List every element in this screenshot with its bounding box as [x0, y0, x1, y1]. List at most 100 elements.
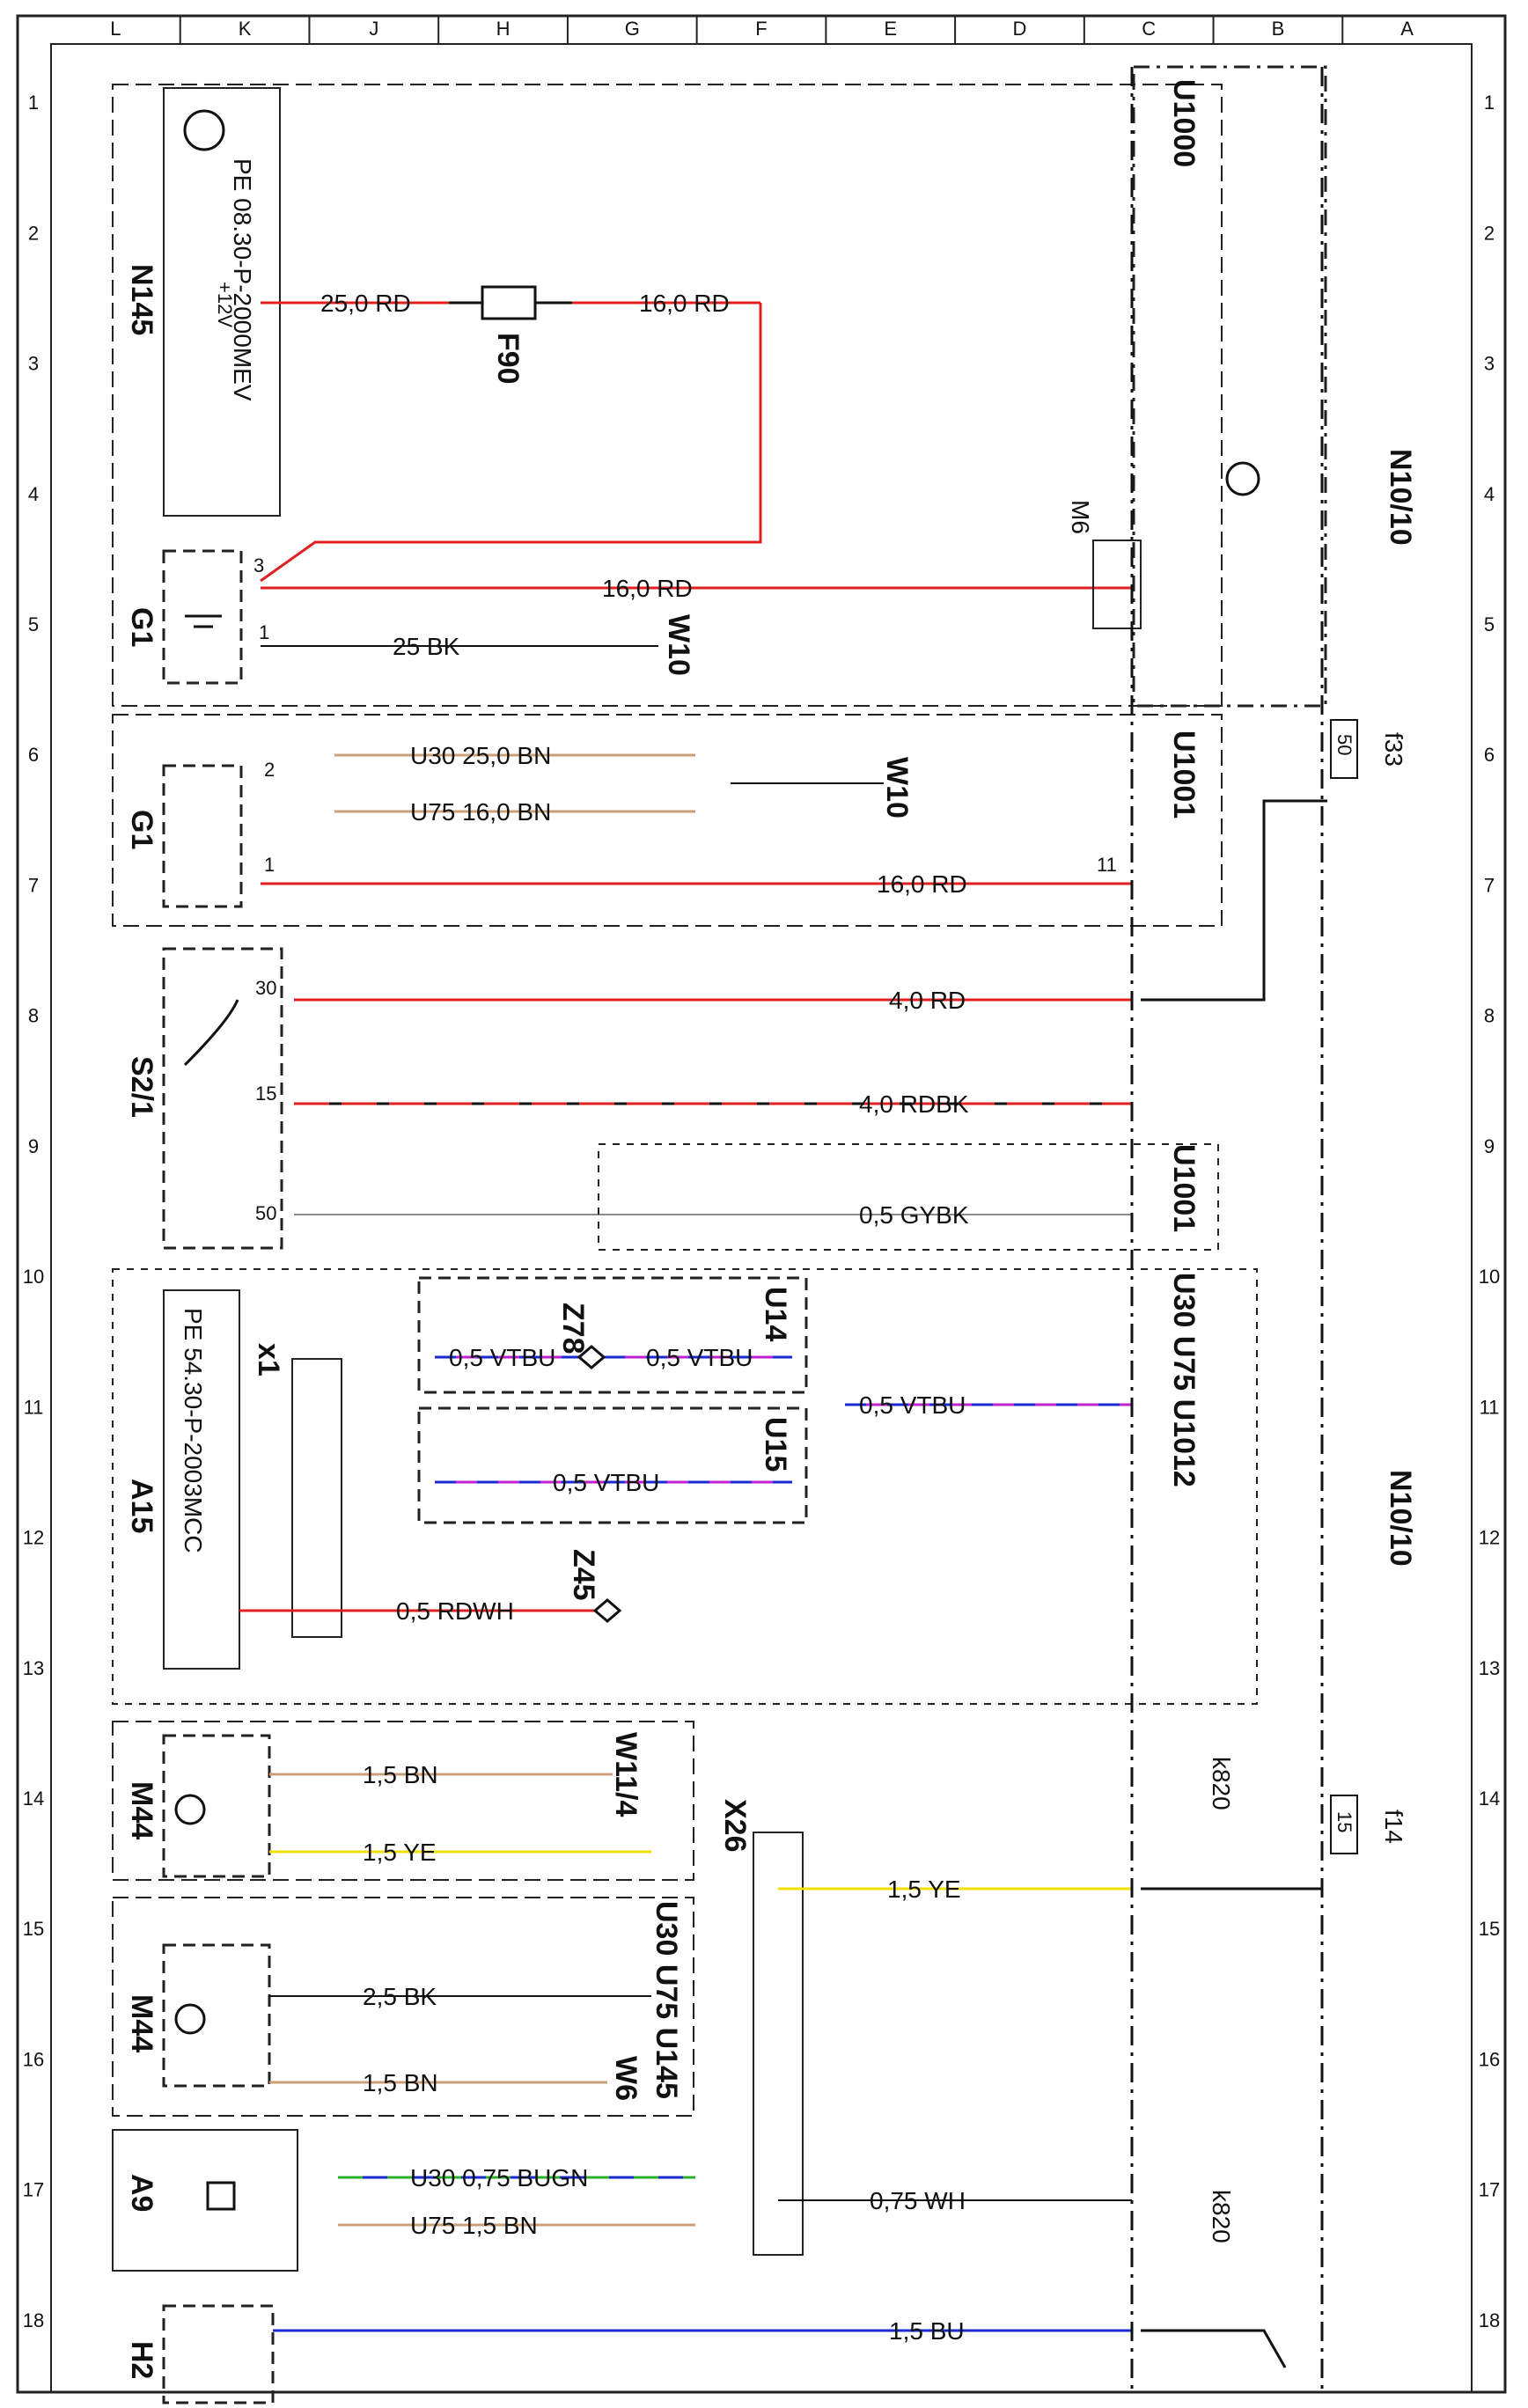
row-label: 16	[23, 2048, 44, 2070]
row-label: 1	[1484, 92, 1495, 114]
column-label: H	[496, 18, 511, 40]
w6-label: W6	[609, 2056, 643, 2101]
wire-label-w17: 1,5 YE	[363, 1839, 437, 1866]
w11-4-label: W11/4	[609, 1732, 643, 1817]
fuse-f33-icon	[1330, 719, 1358, 779]
x1-label: x1	[252, 1343, 285, 1377]
wire-label-w7: 16,0 RD	[877, 870, 967, 898]
block-g1-u1001-boundary	[112, 714, 1223, 927]
n145-label: N145	[125, 264, 158, 335]
wire-label-w18: 1,5 YE	[887, 1876, 961, 1903]
wire-label-w1: 25,0 RD	[320, 290, 411, 317]
wire-16-rd-loop	[260, 303, 762, 583]
u14-boundary	[417, 1276, 808, 1394]
a15-label: A15	[125, 1479, 158, 1533]
z78-splice-icon	[577, 1345, 606, 1369]
wire-label-w5: U30 25,0 BN	[410, 742, 551, 769]
x26-connector	[753, 1832, 804, 2256]
column-label: B	[1272, 18, 1285, 40]
wire-label-w13: 0,5 VTBU	[859, 1391, 966, 1419]
x1-connector	[291, 1358, 342, 1638]
pin-30: 30	[255, 977, 276, 999]
column-label: J	[369, 18, 378, 40]
wire-label-w23: 0,75 WH	[870, 2187, 966, 2214]
a15-note: PE 54.30-P-2003MCC	[180, 1308, 207, 1553]
wire-label-w12: 0,5 VTBU	[646, 1344, 753, 1371]
row-label: 15	[1479, 1918, 1500, 1940]
pin-11: 11	[1097, 854, 1117, 876]
pin-50: 50	[255, 1202, 276, 1224]
row-label: 3	[1484, 353, 1495, 375]
wire-label-w9: 4,0 RDBK	[859, 1090, 969, 1118]
h2-label: H2	[125, 2341, 158, 2379]
ignition-switch-icon	[183, 999, 239, 1067]
row-label: 12	[1479, 1527, 1500, 1549]
row-label: 6	[1484, 744, 1495, 766]
row-label: 9	[1484, 1135, 1495, 1157]
wire-label-w21: U30 0,75 BUGN	[410, 2164, 588, 2191]
row-label: 2	[1484, 222, 1495, 244]
pin-g1-1: 1	[259, 621, 269, 643]
u1001-label-top: U1001	[1167, 730, 1201, 819]
wire-label-w14: 0,5 VTBU	[553, 1469, 659, 1496]
row-label: 8	[28, 1005, 39, 1027]
s21-box	[162, 947, 283, 1250]
fuse-f14-icon	[1330, 1795, 1358, 1854]
wire-label-w10: 0,5 GYBK	[859, 1201, 969, 1229]
row-label: 17	[23, 2179, 44, 2201]
row-label: 12	[23, 1527, 44, 1549]
u1001-label-bottom: U1001	[1167, 1144, 1201, 1232]
z45-splice-icon	[592, 1598, 622, 1623]
column-label: K	[239, 18, 252, 40]
row-label: 7	[28, 874, 39, 896]
column-label: D	[1013, 18, 1027, 40]
row-label: 10	[1479, 1266, 1500, 1288]
wire-label-w15: 0,5 RDWH	[396, 1597, 514, 1625]
f90-label: F90	[491, 333, 525, 385]
m44a-label: M44	[125, 1781, 158, 1839]
block-m44a-boundary	[112, 1721, 694, 1881]
w10-label-top: W10	[662, 614, 695, 676]
x26-label: X26	[718, 1799, 752, 1853]
wire-label-w2: 16,0 RD	[639, 290, 730, 317]
row-label: 18	[1479, 2309, 1500, 2331]
a15-box	[163, 1289, 240, 1670]
row-label: 14	[1479, 1788, 1500, 1810]
column-label: L	[110, 18, 121, 40]
f14-label: f14	[1380, 1810, 1407, 1844]
wire-label-w16: 1,5 BN	[363, 1761, 438, 1788]
wire-label-w22: U75 1,5 BN	[410, 2212, 538, 2239]
m44b-label: M44	[125, 1994, 158, 2052]
relay-k820b-line	[1141, 2329, 1287, 2368]
row-label: 14	[23, 1788, 44, 1810]
column-label: E	[884, 18, 897, 40]
row-label: 7	[1484, 874, 1495, 896]
g1-top-box	[162, 549, 243, 685]
wire-label-w4: 25 BK	[393, 633, 460, 660]
feed-to-f33	[1141, 799, 1327, 1002]
n1010-symbol-icon	[1225, 461, 1260, 496]
n145-plus12: +12V	[214, 282, 236, 327]
pin-g1b-1: 1	[264, 854, 275, 876]
z45-label: Z45	[567, 1549, 600, 1601]
a9-symbol-icon	[206, 2181, 236, 2211]
wire-label-w11: 0,5 VTBU	[449, 1344, 555, 1371]
n1010-bottom-label: N10/10	[1384, 1470, 1417, 1567]
row-label: 6	[28, 744, 39, 766]
m6-label: M6	[1067, 500, 1094, 534]
f33-label: f33	[1380, 732, 1407, 767]
row-label: 13	[23, 1657, 44, 1679]
m44a-motor-icon	[174, 1794, 206, 1825]
row-label: 15	[23, 1918, 44, 1940]
n145-note: PE 08.30-P-2000MEV	[229, 158, 256, 401]
row-label: 17	[1479, 2179, 1500, 2201]
g1-label-bottom: G1	[125, 810, 158, 849]
block-n145-boundary	[112, 84, 1223, 707]
pin-g1-3: 3	[253, 554, 264, 576]
k820b-label: k820	[1208, 2190, 1235, 2243]
n145-symbol-icon	[183, 109, 225, 151]
row-label: 3	[28, 353, 39, 375]
